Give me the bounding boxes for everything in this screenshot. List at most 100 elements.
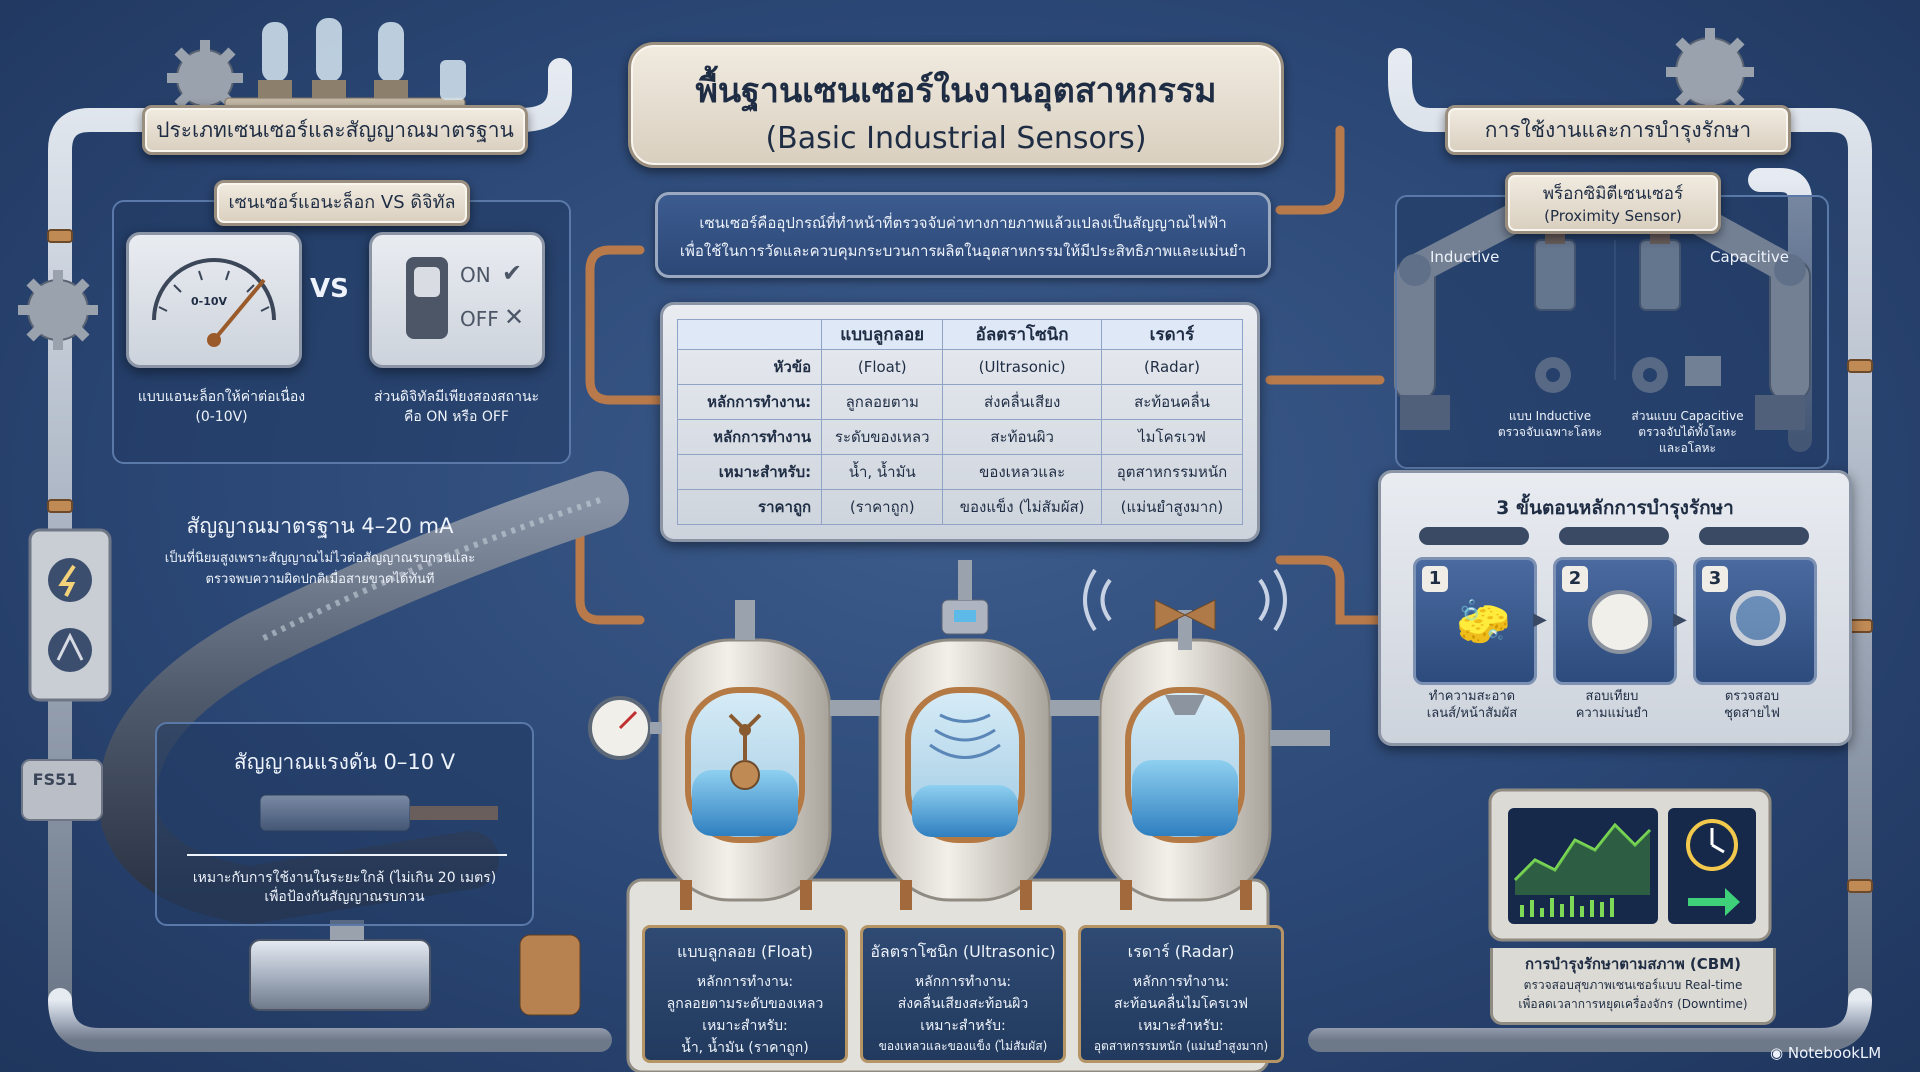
proximity-title-plaque: พร็อกซิมิตีเซนเซอร์ (Proximity Sensor) xyxy=(1505,172,1721,234)
gauge-scale-label: 0-10V xyxy=(191,295,228,308)
x-icon: ✕ xyxy=(504,303,525,331)
current-signal-block: สัญญาณมาตรฐาน 4–20 mA เป็นที่นิยมสูงเพรา… xyxy=(140,510,500,589)
current-signal-desc-2: ตรวจพบความผิดปกติเมื่อสายขาดได้ทันที xyxy=(205,572,435,587)
distance-ruler xyxy=(187,854,507,856)
table-row-header: เหมาะสำหรับ: xyxy=(676,454,823,490)
table-header-cell xyxy=(676,319,823,350)
intro-line-2: เพื่อใช้ในการวัดและควบคุมกระบวนการผลิตใน… xyxy=(679,242,1247,260)
table-row: หัวข้อ (Float) (Ultrasonic) (Radar) xyxy=(676,349,1244,385)
voltage-signal-panel: สัญญาณแรงดัน 0–10 V เหมาะกับการใช้งานในร… xyxy=(155,722,534,926)
voltage-signal-title: สัญญาณแรงดัน 0–10 V xyxy=(233,750,456,774)
step-3-caption-line-2: ชุดสายไฟ xyxy=(1724,706,1780,721)
table-row-header: หลักการทำงาน xyxy=(676,419,823,455)
radar-card-line-1: หลักการทำงาน: xyxy=(1132,974,1230,990)
capacitive-desc-line-3: และอโลหะ xyxy=(1659,441,1716,455)
sensor-comparison-table: แบบลูกลอย อัลตราโซนิก เรดาร์ หัวข้อ (Flo… xyxy=(660,302,1260,542)
inductive-desc: แบบ Inductive ตรวจจับเฉพาะโลหะ xyxy=(1490,408,1610,440)
step-number: 3 xyxy=(1702,566,1728,592)
table-cell: น้ำ, น้ำมัน xyxy=(821,454,944,490)
step-3-caption: ตรวจสอบ ชุดสายไฟ xyxy=(1685,688,1819,722)
arrow-right-icon: ▶ xyxy=(1673,609,1687,630)
comparison-table: แบบลูกลอย อัลตราโซนิก เรดาร์ หัวข้อ (Flo… xyxy=(676,319,1244,525)
float-card-line-2: ลูกลอยตามระดับของเหลว xyxy=(666,996,824,1012)
step-number: 1 xyxy=(1422,566,1448,592)
radar-card-title: เรดาร์ (Radar) xyxy=(1127,942,1235,961)
capacitive-desc-line-1: ส่วนแบบ Capacitive xyxy=(1631,409,1744,423)
table-row-header: หลักการทำงาน: xyxy=(676,384,823,420)
left-section-header: ประเภทเซนเซอร์และสัญญาณมาตรฐาน xyxy=(142,105,528,155)
current-signal-desc-1: เป็นที่นิยมสูงเพราะสัญญาณไม่ไวต่อสัญญาณร… xyxy=(164,551,476,566)
digital-switch: ON ✔ OFF ✕ xyxy=(369,232,545,368)
cbm-title: การบำรุงรักษาตามสภาพ (CBM) xyxy=(1524,955,1742,973)
step-number: 2 xyxy=(1562,566,1588,592)
maintenance-panel: 3 ขั้นตอนหลักการบำรุงรักษา 1 🧽 2 3 ▶ ▶ ท… xyxy=(1378,470,1852,746)
radar-card-line-4: อุตสาหกรรมหนัก (แม่นยำสูงมาก) xyxy=(1093,1039,1269,1053)
intro-line-1: เซนเซอร์คืออุปกรณ์ที่ทำหน้าที่ตรวจจับค่า… xyxy=(699,214,1227,232)
table-cell: (Radar) xyxy=(1100,349,1244,385)
ultrasonic-card-line-1: หลักการทำงาน: xyxy=(914,974,1012,990)
table-row-header: ราคาถูก xyxy=(676,489,823,525)
right-section-header-label: การใช้งานและการบำรุงรักษา xyxy=(1484,118,1752,142)
table-row: เหมาะสำหรับ: น้ำ, น้ำมัน ของเหลวและ อุตส… xyxy=(676,454,1244,490)
digital-caption-line-2: คือ ON หรือ OFF xyxy=(404,409,509,425)
ultrasonic-sensor-card: อัลตราโซนิก (Ultrasonic) หลักการทำงาน: ส… xyxy=(860,925,1066,1063)
step-1-caption-line-2: เลนส์/หน้าสัมผัส xyxy=(1426,706,1518,721)
table-row: หลักการทำงาน ระดับของเหลว สะท้อนผิว ไมโค… xyxy=(676,419,1244,455)
title-plaque: พื้นฐานเซนเซอร์ในงานอุตสาหกรรม (Basic In… xyxy=(628,42,1284,168)
meter-label: FS51 xyxy=(32,770,78,789)
table-cell: อุตสาหกรรมหนัก xyxy=(1100,454,1244,490)
table-cell: (Float) xyxy=(821,349,944,385)
ultrasonic-card-title: อัลตราโซนิก (Ultrasonic) xyxy=(870,942,1056,961)
table-cell: (Ultrasonic) xyxy=(942,349,1102,385)
inductive-desc-line-1: แบบ Inductive xyxy=(1508,409,1592,423)
cbm-caption: การบำรุงรักษาตามสภาพ (CBM) ตรวจสอบสุขภาพ… xyxy=(1490,948,1776,1025)
proximity-panel xyxy=(1395,195,1829,469)
float-card-line-3: เหมาะสำหรับ: xyxy=(702,1018,788,1034)
gauge-calibration-icon xyxy=(1588,590,1652,654)
maintenance-step-2: 2 xyxy=(1553,557,1677,685)
proximity-subtitle: (Proximity Sensor) xyxy=(1544,207,1682,225)
inductive-desc-line-2: ตรวจจับเฉพาะโลหะ xyxy=(1497,425,1603,439)
voltage-signal-desc-1: เหมาะกับการใช้งานในระยะใกล้ (ไม่เกิน 20 … xyxy=(192,870,497,886)
switch-off-label: OFF xyxy=(460,307,499,331)
current-signal-title: สัญญาณมาตรฐาน 4–20 mA xyxy=(186,514,454,538)
table-header-cell: อัลตราโซนิก xyxy=(942,319,1102,350)
magnifier-icon xyxy=(1730,590,1786,646)
analog-digital-title-plaque: เซนเซอร์แอนะล็อก VS ดิจิทัล xyxy=(214,180,470,226)
notebooklm-logo-icon: ◉ xyxy=(1770,1044,1788,1062)
arrow-right-icon: ▶ xyxy=(1533,609,1547,630)
intro-box: เซนเซอร์คืออุปกรณ์ที่ทำหน้าที่ตรวจจับค่า… xyxy=(655,192,1271,278)
switch-on-label: ON xyxy=(460,263,491,287)
ultrasonic-card-line-4: ของเหลวและของแข็ง (ไม่สัมผัส) xyxy=(878,1039,1048,1053)
capacitive-label: Capacitive xyxy=(1710,248,1789,266)
indicator-bar xyxy=(1419,527,1529,545)
table-header-cell: แบบลูกลอย xyxy=(821,319,944,350)
table-row-header: หัวข้อ xyxy=(676,349,823,385)
table-cell: ลูกลอยตาม xyxy=(821,384,944,420)
cleaning-icon: 🧽 xyxy=(1456,597,1511,648)
page-title: พื้นฐานเซนเซอร์ในงานอุตสาหกรรม xyxy=(695,71,1217,111)
analog-digital-panel: เซนเซอร์แอนะล็อก VS ดิจิทัล 0-10V VS ON … xyxy=(112,180,571,464)
table-cell: สะท้อนผิว xyxy=(942,419,1102,455)
voltage-signal-desc: เหมาะกับการใช้งานในระยะใกล้ (ไม่เกิน 20 … xyxy=(157,869,532,907)
float-card-line-1: หลักการทำงาน: xyxy=(696,974,794,990)
voltage-signal-desc-2: เพื่อป้องกันสัญญาณรบกวน xyxy=(264,889,425,905)
maintenance-step-3: 3 xyxy=(1693,557,1817,685)
analog-caption-line-1: แบบแอนะล็อกให้ค่าต่อเนื่อง xyxy=(137,389,306,405)
step-2-caption-line-1: สอบเทียบ xyxy=(1585,689,1639,704)
step-2-caption-line-2: ความแม่นยำ xyxy=(1575,706,1649,721)
step-1-caption-line-1: ทำความสะอาด xyxy=(1428,689,1516,704)
float-sensor-card: แบบลูกลอย (Float) หลักการทำงาน: ลูกลอยตา… xyxy=(642,925,848,1063)
table-cell: สะท้อนคลื่น xyxy=(1100,384,1244,420)
vs-label: VS xyxy=(310,274,349,304)
step-3-caption-line-1: ตรวจสอบ xyxy=(1724,689,1780,704)
radar-card-line-3: เหมาะสำหรับ: xyxy=(1138,1018,1224,1034)
cbm-line-1: ตรวจสอบสุขภาพเซนเซอร์แบบ Real-time xyxy=(1523,978,1743,992)
ultrasonic-card-line-2: ส่งคลื่นเสียงสะท้อนผิว xyxy=(897,996,1029,1012)
inductive-label: Inductive xyxy=(1430,248,1500,266)
maintenance-title: 3 ขั้นตอนหลักการบำรุงรักษา xyxy=(1496,497,1734,519)
indicator-bar xyxy=(1699,527,1809,545)
float-card-line-4: น้ำ, น้ำมัน (ราคาถูก) xyxy=(681,1040,809,1056)
table-row: หลักการทำงาน: ลูกลอยตาม ส่งคลื่นเสียง สะ… xyxy=(676,384,1244,420)
maintenance-step-1: 1 🧽 xyxy=(1413,557,1537,685)
